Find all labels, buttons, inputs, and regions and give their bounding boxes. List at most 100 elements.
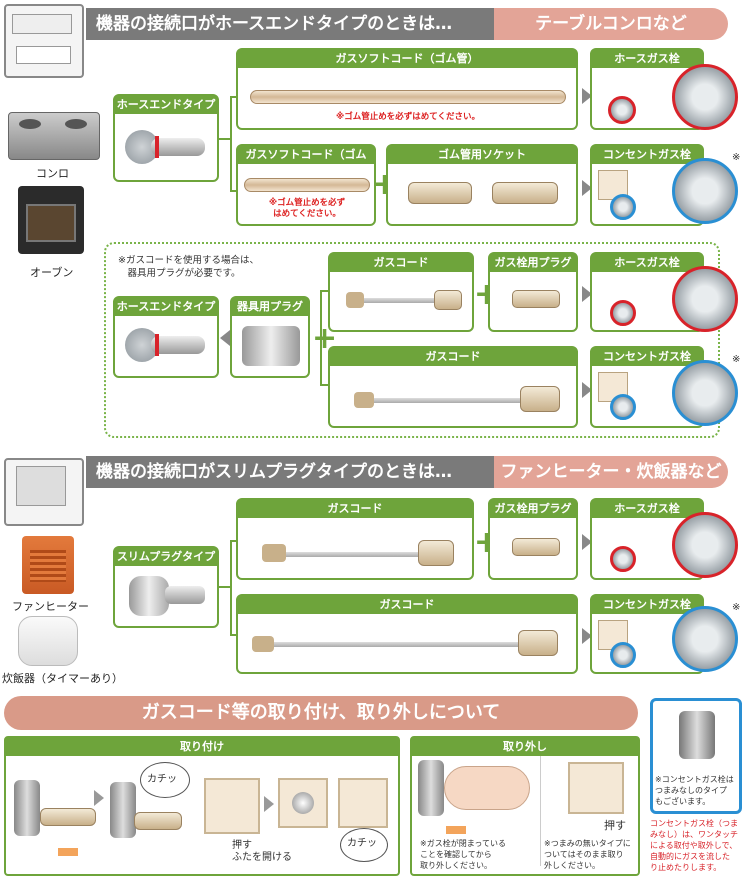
move-left-arrow bbox=[58, 848, 78, 856]
socket-image-2 bbox=[492, 182, 558, 204]
appliance-stove-label: コンロ bbox=[36, 167, 69, 180]
outlet-plugged-image bbox=[338, 778, 388, 828]
hose-end-type-box-2: ホースエンドタイプ bbox=[113, 296, 219, 378]
hand-image bbox=[444, 766, 530, 810]
appliance-plug-image bbox=[242, 326, 300, 366]
slim-hose-valve-small-ring bbox=[610, 546, 636, 572]
gas-soft-cord-row1-box: ガスソフトコード（ゴム管） ※ゴム管止めを必ずはめてください。 bbox=[236, 48, 578, 130]
gas-cord-row4-title: ガスコード bbox=[330, 348, 576, 366]
gas-soft-cord-row1-title: ガスソフトコード（ゴム管） bbox=[238, 50, 576, 68]
outlet-valve-row2-title: コンセントガス栓 bbox=[592, 146, 702, 164]
section1-subtitle: テーブルコンロなど bbox=[494, 8, 728, 40]
outlet-valve-row2-small-ring bbox=[610, 194, 636, 220]
detach-valve-image bbox=[418, 760, 444, 816]
gas-cord-dotted-region bbox=[104, 242, 720, 438]
appliance-rice-cooker-label: 炊飯器（タイマーあり） bbox=[2, 672, 123, 685]
outlet-open-image bbox=[278, 778, 328, 828]
outlet-cover-image bbox=[204, 778, 260, 834]
section2-subtitle: ファンヒーター・炊飯器など bbox=[494, 456, 728, 488]
outlet-valve-row4-zoom bbox=[672, 360, 738, 426]
valve-image-2 bbox=[110, 782, 136, 838]
appliance-plug-title: 器具用プラグ bbox=[232, 298, 308, 316]
stove-image bbox=[8, 112, 100, 160]
section1-title: 機器の接続口がホースエンドタイプのときは… bbox=[96, 14, 453, 34]
row1-note: ※ゴム管止めを必ずはめてください。 bbox=[335, 112, 480, 122]
rice-cooker-image bbox=[18, 616, 78, 666]
hose-end-type-title-2: ホースエンドタイプ bbox=[115, 298, 217, 316]
slim-outlet-valve-zoom bbox=[672, 606, 738, 672]
push-open-text: 押す ふたを開ける bbox=[232, 840, 292, 863]
detach-title: 取り外し bbox=[412, 738, 638, 756]
hose-valve-row3-title: ホースガス栓 bbox=[592, 254, 702, 272]
section3-title: ガスコード等の取り付け、取り外しについて bbox=[4, 696, 638, 730]
slim-plug-type-title: スリムプラグタイプ bbox=[115, 548, 217, 566]
hose-end-type-box: ホースエンドタイプ bbox=[113, 94, 219, 182]
section2-title: 機器の接続口がスリムプラグタイプのときは… bbox=[96, 462, 452, 482]
valve-plug-row3-title: ガス栓用プラグ bbox=[490, 254, 576, 272]
gas-cord-row3-box: ガスコード bbox=[328, 252, 474, 332]
section1-thumbnail bbox=[4, 4, 84, 78]
hose-valve-row3-small-ring bbox=[610, 300, 636, 326]
gas-cord-row3-title: ガスコード bbox=[330, 254, 472, 272]
slim-gas-cord-row2-box: ガスコード bbox=[236, 594, 578, 674]
rubber-tube-socket-title: ゴム管用ソケット bbox=[388, 146, 576, 164]
slim-gas-cord-row2-title: ガスコード bbox=[238, 596, 576, 614]
row2-note: ※ゴム管止めを必ず はめてください。 bbox=[268, 198, 346, 219]
slim-outlet-valve-small-ring bbox=[610, 642, 636, 668]
hose-valve-row1-small-ring bbox=[608, 96, 636, 124]
outlet-valve-side-box bbox=[650, 698, 742, 814]
gas-soft-cord-row2-title: ガスソフトコード（ゴム管） bbox=[238, 146, 374, 179]
click-text-1: カチッ bbox=[147, 774, 177, 785]
hose-valve-row3-zoom bbox=[672, 266, 738, 332]
detach-panel: 取り外し bbox=[410, 736, 640, 876]
outlet-valve-row4-small-ring bbox=[610, 394, 636, 420]
slim-gas-cord-row1-box: ガスコード bbox=[236, 498, 474, 580]
click-text-2: カチッ bbox=[347, 838, 377, 849]
socket-image-1 bbox=[408, 182, 472, 204]
oven-image bbox=[18, 186, 84, 254]
detach-arrow bbox=[446, 826, 466, 834]
hose-end-fitting-image bbox=[125, 130, 205, 164]
row2-asterisk: ※ bbox=[732, 152, 741, 163]
click-bubble-2 bbox=[340, 828, 388, 862]
rubber-hose-row2 bbox=[244, 178, 370, 192]
gas-soft-cord-row2-box: ガスソフトコード（ゴム管） ※ゴム管止めを必ず はめてください。 bbox=[236, 144, 376, 226]
rubber-hose-row1 bbox=[250, 90, 566, 104]
section2-header-bar bbox=[86, 456, 506, 488]
gas-cord-row4-box: ガスコード bbox=[328, 346, 578, 428]
slim-plug-image bbox=[129, 572, 207, 618]
detach-outlet-image bbox=[568, 762, 624, 814]
outlet-valve-row4-title: コンセントガス栓 bbox=[592, 348, 702, 366]
click-bubble-1 bbox=[140, 762, 190, 798]
appliance-oven-label: オーブン bbox=[30, 266, 74, 279]
valve-plug-row3-box: ガス栓用プラグ bbox=[488, 252, 578, 332]
hose-valve-row1-zoom bbox=[672, 64, 738, 130]
attach-title: 取り付け bbox=[6, 738, 398, 756]
gas-cord-note: ※ガスコードを使用する場合は、 器具用プラグが必要です。 bbox=[118, 255, 259, 279]
detach-note-1: ※ガス栓が閉まっている ことを確認してから 取り外しください。 bbox=[420, 839, 506, 870]
slim-hose-valve-title: ホースガス栓 bbox=[592, 500, 702, 518]
hose-end-fitting-image-2 bbox=[125, 328, 205, 362]
rubber-tube-socket-box: ゴム管用ソケット bbox=[386, 144, 578, 226]
side-red-note: コンセントガス栓（つま みなし）は、ワンタッチ による取付や取外しで、 自動的に… bbox=[650, 819, 738, 872]
section1-header-bar bbox=[86, 8, 506, 40]
s2-row2-asterisk: ※ bbox=[732, 602, 741, 613]
side-note: ※コンセントガス栓は つまみなしのタイプ もございます。 bbox=[655, 775, 734, 806]
section2-thumbnail bbox=[4, 458, 84, 526]
outlet-valve-row2-zoom bbox=[672, 158, 738, 224]
slim-hose-valve-zoom bbox=[672, 512, 738, 578]
slim-plug-type-box: スリムプラグタイプ bbox=[113, 546, 219, 628]
slim-valve-plug-title: ガス栓用プラグ bbox=[490, 500, 576, 518]
slim-outlet-valve-title: コンセントガス栓 bbox=[592, 596, 702, 614]
appliance-fan-heater-label: ファンヒーター bbox=[12, 600, 89, 613]
detach-push-text: 押す bbox=[604, 819, 626, 832]
slim-gas-cord-row1-title: ガスコード bbox=[238, 500, 472, 518]
detach-note-2: ※つまみの無いタイプに ついてはそのまま取り 外しください。 bbox=[544, 839, 631, 870]
valve-image-1 bbox=[14, 780, 40, 836]
row4-asterisk: ※ bbox=[732, 354, 741, 365]
hose-valve-row1-title: ホースガス栓 bbox=[592, 50, 702, 68]
appliance-plug-box: 器具用プラグ bbox=[230, 296, 310, 378]
hose-end-type-title: ホースエンドタイプ bbox=[115, 96, 217, 114]
slim-valve-plug-box: ガス栓用プラグ bbox=[488, 498, 578, 580]
fan-heater-image bbox=[22, 536, 74, 594]
